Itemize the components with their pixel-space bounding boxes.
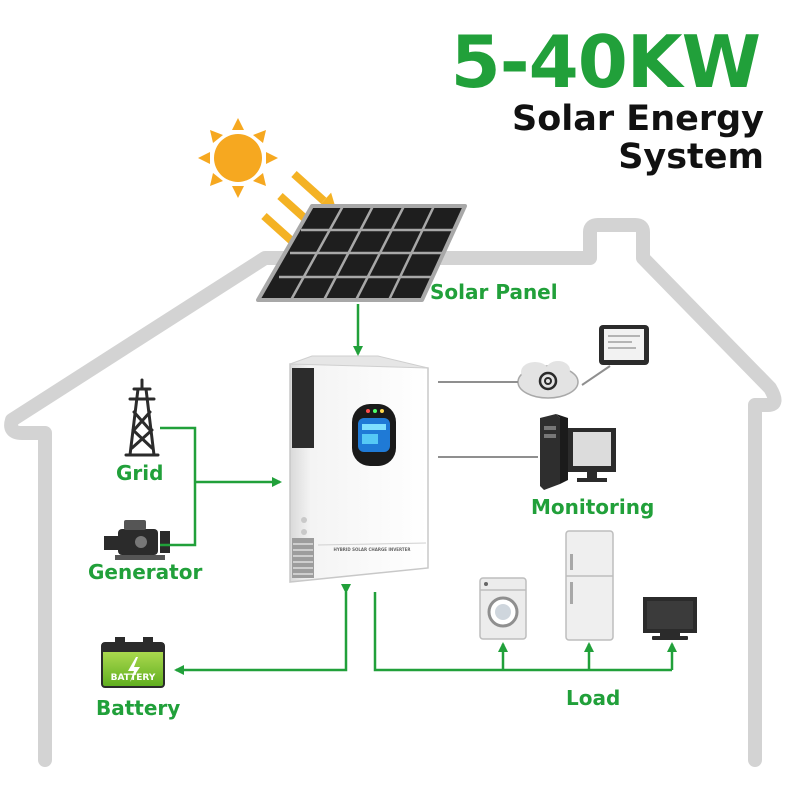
cloud-icon xyxy=(517,361,579,399)
label-solar-panel: Solar Panel xyxy=(430,280,558,304)
grid-tower-icon xyxy=(124,378,160,457)
label-grid: Grid xyxy=(116,461,164,485)
monitor-icon xyxy=(568,428,616,482)
label-generator: Generator xyxy=(88,560,203,584)
battery-link-arrow xyxy=(174,584,351,675)
battery-icon: BATTERY xyxy=(101,637,165,688)
fridge-icon xyxy=(565,530,614,641)
headline-subtitle: Solar Energy System xyxy=(512,100,764,176)
label-load: Load xyxy=(566,686,621,710)
tablet-icon xyxy=(599,325,649,365)
battery-label: BATTERY xyxy=(111,673,156,683)
inverter-icon: HYBRID SOLAR CHARGE INVERTER xyxy=(289,355,429,583)
generator-icon xyxy=(104,520,170,560)
headline-power-range: 5-40KW xyxy=(450,20,761,104)
sun-icon xyxy=(198,118,278,198)
load-bus-line xyxy=(373,592,672,672)
solar-panel-icon xyxy=(256,204,467,302)
connection-lines xyxy=(160,304,677,675)
headline-subtitle-line1: Solar Energy xyxy=(511,99,764,139)
cloud-to-tablet-line xyxy=(581,365,611,386)
house-outline xyxy=(4,218,782,767)
grid-generator-bracket xyxy=(160,426,197,547)
tv-icon xyxy=(643,597,697,640)
label-monitoring: Monitoring xyxy=(531,495,655,519)
pc-tower-icon xyxy=(540,414,568,490)
headline-subtitle-line2: System xyxy=(618,137,764,177)
inverter-label: HYBRID SOLAR CHARGE INVERTER xyxy=(334,547,411,552)
label-battery: Battery xyxy=(96,696,181,720)
washing-machine-icon xyxy=(479,577,527,640)
